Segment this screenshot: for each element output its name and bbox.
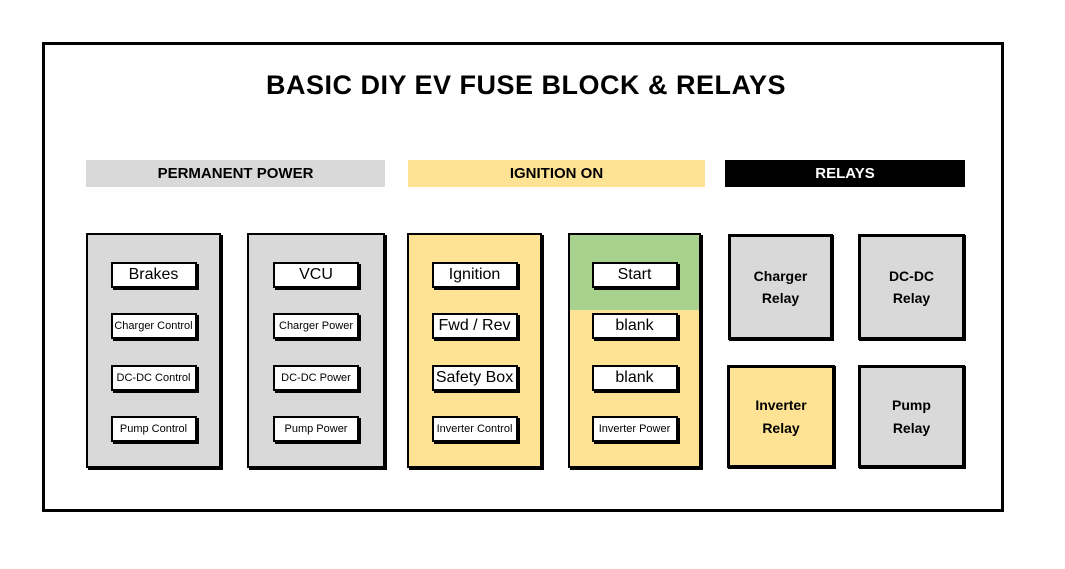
relay-label: DC-DC Relay [888, 267, 935, 306]
fuse-box-inverter-control: Inverter Control [431, 416, 518, 442]
relay-label: Charger Relay [753, 267, 808, 306]
relay-pump: Pump Relay [858, 365, 965, 468]
relay-dcdc: DC-DC Relay [858, 234, 965, 340]
fuse-box-charger-power: Charger Power [273, 313, 359, 339]
fuse-label: Ignition [448, 266, 501, 283]
fuse-column-permanent-power: VCU Charger Power DC-DC Power Pump Power [247, 233, 385, 468]
fuse-box-charger-control: Charger Control [110, 313, 197, 339]
fuse-label: blank [615, 369, 654, 386]
relay-inverter: Inverter Relay [727, 365, 835, 468]
fuse-box-dcdc-power: DC-DC Power [273, 365, 359, 391]
fuse-label: Inverter Control [436, 423, 513, 435]
fuse-box-inverter-power: Inverter Power [591, 416, 678, 442]
fuse-label: Inverter Power [598, 423, 671, 435]
relay-charger: Charger Relay [728, 234, 833, 340]
fuse-label: Safety Box [435, 369, 514, 386]
section-header-relays: RELAYS [725, 160, 965, 187]
fuse-box-ignition: Ignition [431, 262, 518, 288]
fuse-box-brakes: Brakes [110, 262, 197, 288]
section-header-permanent-power: PERMANENT POWER [86, 160, 385, 187]
fuse-label: DC-DC Power [281, 372, 351, 384]
fuse-label: DC-DC Control [116, 372, 191, 384]
relay-label: Inverter Relay [755, 397, 807, 436]
fuse-box-blank-1: blank [591, 313, 678, 339]
fuse-box-pump-control: Pump Control [110, 416, 197, 442]
section-header-label: PERMANENT POWER [157, 165, 314, 182]
fuse-label: Charger Power [279, 320, 353, 332]
fuse-box-vcu: VCU [273, 262, 359, 288]
fuse-box-pump-power: Pump Power [273, 416, 359, 442]
fuse-label: Brakes [128, 266, 179, 283]
fuse-label: Start [617, 266, 652, 283]
fuse-box-blank-2: blank [591, 365, 678, 391]
section-header-ignition-on: IGNITION ON [408, 160, 705, 187]
fuse-box-start: Start [591, 262, 678, 288]
fuse-box-fwd-rev: Fwd / Rev [431, 313, 518, 339]
fuse-label: Pump Control [119, 423, 188, 435]
section-header-label: RELAYS [815, 165, 875, 182]
fuse-box-safety-box: Safety Box [431, 365, 518, 391]
fuse-column-ignition-power: Start blank blank Inverter Power [568, 233, 701, 468]
fuse-label: blank [615, 317, 654, 334]
fuse-column-ignition-control: Ignition Fwd / Rev Safety Box Inverter C… [407, 233, 542, 468]
fuse-label: Charger Control [114, 320, 193, 332]
fuse-box-dcdc-control: DC-DC Control [110, 365, 197, 391]
relay-label: Pump Relay [892, 397, 931, 436]
page-title: BASIC DIY EV FUSE BLOCK & RELAYS [265, 70, 787, 100]
fuse-label: Pump Power [284, 423, 348, 435]
fuse-label: Fwd / Rev [438, 317, 511, 334]
section-header-label: IGNITION ON [509, 165, 604, 182]
fuse-column-permanent-control: Brakes Charger Control DC-DC Control Pum… [86, 233, 221, 468]
fuse-label: VCU [299, 266, 333, 283]
